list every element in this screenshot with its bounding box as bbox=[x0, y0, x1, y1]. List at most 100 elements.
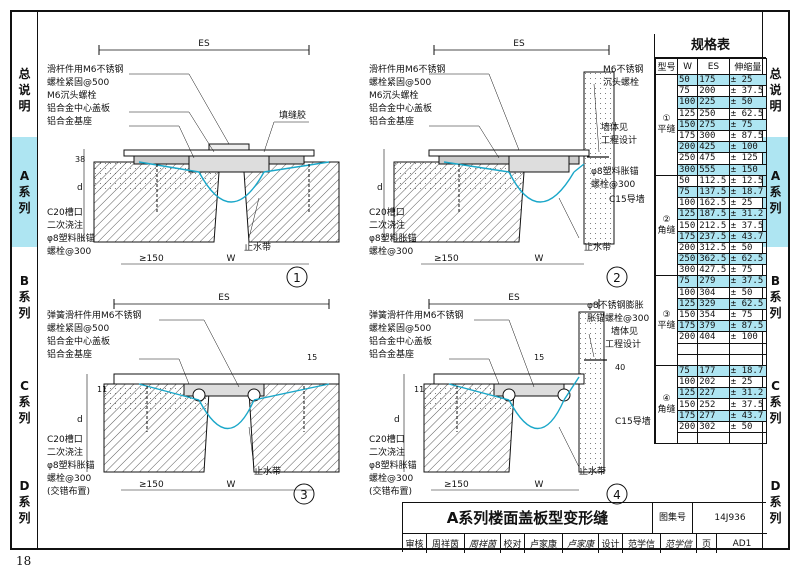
cell-es: 202 bbox=[697, 376, 730, 389]
sidebar-tab-char: A bbox=[770, 169, 781, 183]
sidebar-tab-char: 明 bbox=[769, 99, 782, 113]
sidebar-tab-series-d[interactable]: D 系 列 bbox=[12, 472, 37, 532]
cell-es: 275 bbox=[697, 118, 730, 131]
designer-signature: 范学信 bbox=[661, 534, 697, 553]
cell-es: 354 bbox=[697, 308, 730, 322]
leader-label: 螺栓@300 bbox=[369, 472, 413, 484]
d-dimension-label: d bbox=[394, 415, 400, 425]
leader-label: (交错布置) bbox=[47, 485, 90, 497]
cell-dx: ± 75 bbox=[728, 308, 768, 322]
cell-es bbox=[697, 353, 730, 366]
leader-label: 墙体见 bbox=[611, 325, 638, 337]
leader-label: 铝合金中心盖板 bbox=[369, 335, 432, 347]
min-150-label: ≥150 bbox=[444, 480, 469, 490]
leader-label: 铝合金中心盖板 bbox=[369, 102, 432, 114]
cell-w bbox=[676, 431, 699, 445]
cell-es: 212.5 bbox=[697, 219, 730, 232]
sidebar-tab-series-b[interactable]: B 系 列 bbox=[763, 267, 788, 327]
sidebar-tab-char: 系 bbox=[18, 290, 31, 304]
leader-label: C20槽口 bbox=[47, 433, 83, 445]
col-header-es: ES bbox=[697, 58, 730, 75]
d-dimension-label: d bbox=[377, 183, 383, 193]
section-drawings-svg: ES d 38 bbox=[47, 39, 651, 505]
cell-dx: ± 75 bbox=[728, 264, 768, 277]
design-label: 设计 bbox=[599, 534, 623, 553]
sidebar-tab-char: D bbox=[770, 479, 781, 493]
leader-label: 螺栓@300 bbox=[47, 472, 91, 484]
leader-label: C20槽口 bbox=[47, 206, 83, 218]
leader-label: 二次浇注 bbox=[47, 446, 83, 458]
sidebar-tab-char: 说 bbox=[769, 83, 782, 97]
sidebar-tab-char: A bbox=[19, 169, 30, 183]
sidebar-tab-char: 列 bbox=[18, 511, 31, 525]
cell-dx bbox=[728, 342, 768, 355]
sidebar-tab-char: 列 bbox=[18, 306, 31, 320]
cell-dx: ± 87.5 bbox=[728, 129, 768, 143]
cell-w: 100 bbox=[676, 96, 699, 109]
sidebar-tab-series-a[interactable]: A 系 列 bbox=[12, 137, 37, 247]
leader-label: 铝合金基座 bbox=[47, 115, 92, 127]
sidebar-tab-char: 系 bbox=[769, 290, 782, 304]
min-150-label: ≥150 bbox=[139, 480, 164, 490]
leader-label: φ8塑料胀锚 bbox=[591, 165, 639, 177]
es-dimension-label: ES bbox=[218, 293, 230, 303]
signature-row: 审核 周祥茵 周祥茵 校对 卢家康 卢家康 设计 范学信 范学信 页 AD1 bbox=[403, 533, 767, 553]
sidebar-tab-series-c[interactable]: C 系 列 bbox=[763, 372, 788, 432]
checker-name: 卢家康 bbox=[525, 534, 563, 553]
dim-15-label: 15 bbox=[307, 353, 317, 362]
cell-dx: ± 31.2 bbox=[728, 208, 768, 221]
sidebar-tab-char: 系 bbox=[18, 185, 31, 199]
cell-es: 112.5 bbox=[697, 174, 730, 187]
sidebar-tab-series-c[interactable]: C 系 列 bbox=[12, 372, 37, 432]
sidebar-tab-general[interactable]: 总 说 明 bbox=[12, 60, 37, 120]
cell-es: 137.5 bbox=[697, 185, 730, 199]
leader-label: 沉头螺栓 bbox=[603, 76, 639, 88]
type-mark: ③ bbox=[662, 309, 671, 320]
sidebar-tab-series-a[interactable]: A 系 列 bbox=[763, 137, 788, 247]
cell-w: 300 bbox=[676, 163, 699, 176]
leader-label: 胀锚螺栓@300 bbox=[587, 312, 649, 324]
cell-es: 312.5 bbox=[697, 241, 730, 255]
leader-label: 二次浇注 bbox=[369, 446, 405, 458]
type-mark: ④ bbox=[662, 393, 671, 404]
detail-number: 1 bbox=[293, 271, 301, 285]
leader-label: 二次浇注 bbox=[369, 219, 405, 231]
leader-label: 工程设计 bbox=[601, 134, 637, 146]
sidebar-tab-general[interactable]: 总 说 明 bbox=[763, 60, 788, 120]
cell-es: 425 bbox=[697, 141, 730, 154]
leader-label: 螺栓紧固@500 bbox=[47, 322, 109, 334]
sidebar-tab-series-b[interactable]: B 系 列 bbox=[12, 267, 37, 327]
detail-1: ES d 38 bbox=[47, 39, 340, 288]
page-label: 页 bbox=[697, 534, 717, 553]
sidebar-tab-char: 系 bbox=[769, 185, 782, 199]
cell-dx: ± 12.5 bbox=[728, 174, 768, 187]
reviewer-name: 周祥茵 bbox=[427, 534, 465, 553]
d-dimension-label: d bbox=[77, 183, 83, 193]
cell-es: 555 bbox=[697, 163, 730, 176]
cell-w: 75 bbox=[676, 85, 699, 98]
type-name: 平缝 bbox=[657, 320, 676, 331]
leader-label: M6不锈钢 bbox=[603, 63, 644, 75]
cell-dx: ± 25 bbox=[728, 197, 768, 210]
cell-dx: ± 25 bbox=[728, 376, 768, 389]
leader-label: 墙体见 bbox=[601, 121, 628, 133]
dim-11-label: 11 bbox=[97, 385, 107, 394]
sidebar-tab-series-d[interactable]: D 系 列 bbox=[763, 472, 788, 532]
leader-label: φ8不锈钢膨胀 bbox=[587, 299, 644, 311]
sidebar-tab-char: 系 bbox=[18, 395, 31, 409]
page-number: 18 bbox=[16, 554, 32, 568]
sidebar-tab-char: B bbox=[770, 274, 781, 288]
cell-w: 175 bbox=[676, 320, 699, 333]
title-block: A系列楼面盖板型变形缝 图集号 14J936 审核 周祥茵 周祥茵 校对 卢家康… bbox=[402, 502, 767, 553]
cell-w: 200 bbox=[676, 141, 699, 154]
